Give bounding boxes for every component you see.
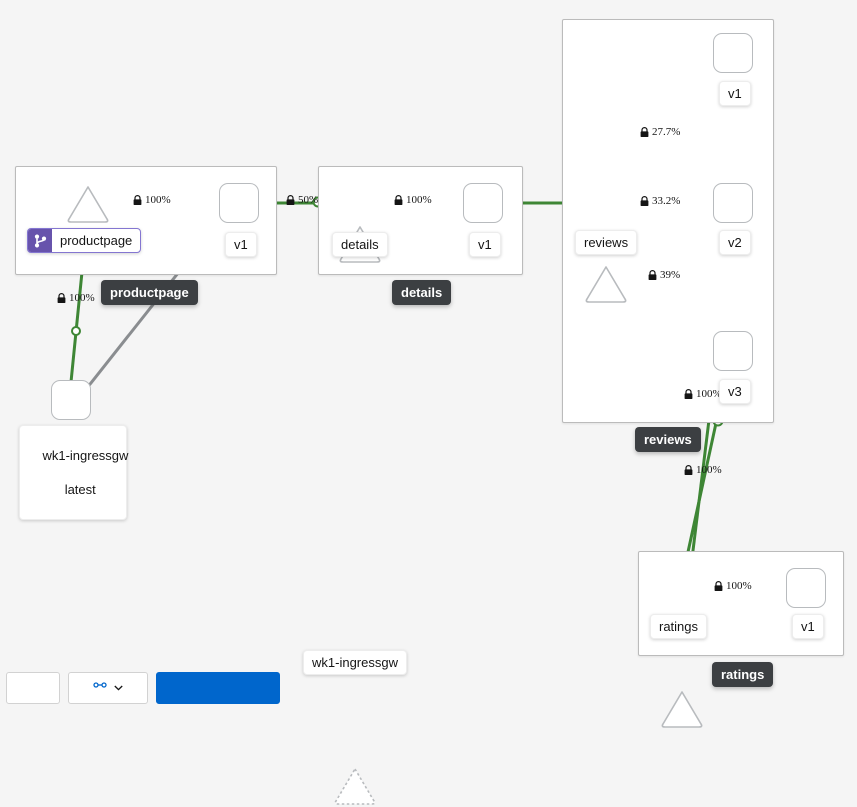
triangle-shape xyxy=(585,266,627,303)
edge-percent: 33.2% xyxy=(652,195,681,207)
edge-label-reviews-to-v3: 39% xyxy=(648,269,680,281)
workload-box xyxy=(219,183,259,223)
lock-icon xyxy=(133,194,142,205)
edge-percent: 39% xyxy=(660,269,681,281)
edge-label-ingress-to-productpage: 100% xyxy=(57,292,95,304)
triangle-shape xyxy=(661,691,703,728)
group-badge-productpage[interactable]: productpage xyxy=(101,280,198,305)
node-productpage-service[interactable] xyxy=(65,183,109,223)
node-reviews-v2[interactable] xyxy=(713,183,753,223)
edge-label-reviews-v2-to-ratings: 100% xyxy=(684,388,722,400)
group-badge-details[interactable]: details xyxy=(392,280,452,305)
workload-box xyxy=(713,331,753,371)
toolbar-button-legend[interactable] xyxy=(6,672,60,704)
lock-icon xyxy=(648,269,657,280)
toolbar-button-primary[interactable] xyxy=(156,672,280,704)
node-ratings-service[interactable] xyxy=(659,688,703,728)
virtualservice-chip-productpage[interactable]: productpage xyxy=(27,228,142,253)
edge-percent: 27.7% xyxy=(652,126,681,138)
toolbar-button-layout[interactable] xyxy=(68,672,148,704)
lock-icon xyxy=(684,464,693,475)
edge-label-reviews-to-v1: 27.7% xyxy=(640,126,680,138)
lock-icon xyxy=(684,388,693,399)
chevron-down-icon xyxy=(114,685,123,691)
node-reviews-service[interactable] xyxy=(583,263,627,303)
edge-label-productpage-to-v1: 100% xyxy=(133,194,171,206)
group-badge-ratings[interactable]: ratings xyxy=(712,662,774,687)
edge-label-ratings-to-v1: 100% xyxy=(714,580,752,592)
lock-icon xyxy=(640,126,649,137)
triangle-shape-dashed xyxy=(334,768,376,805)
edge-label-reviews-to-v2: 33.2% xyxy=(640,195,680,207)
workload-box xyxy=(786,568,826,608)
workload-box xyxy=(51,380,91,420)
edge-percent: 100% xyxy=(726,580,752,592)
node-label-wk1-ingressgw-left: wk1-ingressgw latest xyxy=(19,425,129,520)
node-label-details: details xyxy=(332,232,388,257)
node-label-productpage-v1: v1 xyxy=(225,232,257,257)
graph-layout-icon xyxy=(93,682,107,688)
node-label-ratings-v1: v1 xyxy=(792,614,824,639)
node-label-reviews: reviews xyxy=(575,230,638,255)
edge-waypoint xyxy=(71,326,81,336)
node-productpage-v1[interactable] xyxy=(219,183,259,223)
edge-percent: 100% xyxy=(406,194,432,206)
lock-icon xyxy=(286,194,295,205)
node-wk1-ingressgw-left[interactable] xyxy=(51,380,91,420)
node-reviews-v1[interactable] xyxy=(713,33,753,73)
edge-percent: 100% xyxy=(145,194,171,206)
workload-box xyxy=(463,183,503,223)
node-label-reviews-v3: v3 xyxy=(719,379,751,404)
node-wk1-ingressgw-bottom[interactable] xyxy=(332,765,376,805)
graph-toolbar[interactable] xyxy=(0,672,280,704)
label-line-1: wk1-ingressgw xyxy=(42,448,129,463)
edge-label-details-to-v1: 100% xyxy=(394,194,432,206)
lock-icon xyxy=(394,194,403,205)
edge-label-productpage-v1-to-details: 50% xyxy=(286,194,318,206)
lock-icon xyxy=(714,580,723,591)
edge-label-reviews-v3-to-ratings: 100% xyxy=(684,464,722,476)
workload-box xyxy=(713,183,753,223)
node-label-details-v1: v1 xyxy=(469,232,501,257)
workload-box xyxy=(713,33,753,73)
node-label-reviews-v2: v2 xyxy=(719,230,751,255)
group-badge-reviews[interactable]: reviews xyxy=(635,427,701,452)
node-ratings-v1[interactable] xyxy=(786,568,826,608)
node-label-ratings: ratings xyxy=(650,614,708,639)
triangle-shape xyxy=(67,186,109,223)
edge-percent: 50% xyxy=(298,194,319,206)
node-label-wk1-ingressgw-bottom: wk1-ingressgw xyxy=(303,650,407,675)
node-reviews-v3[interactable] xyxy=(713,331,753,371)
node-label-reviews-v1: v1 xyxy=(719,81,751,106)
edge-percent: 100% xyxy=(69,292,95,304)
node-label-productpage: productpage xyxy=(60,233,133,248)
edge-percent: 100% xyxy=(696,388,722,400)
label-line-2: latest xyxy=(64,482,96,497)
edge-percent: 100% xyxy=(696,464,722,476)
lock-icon xyxy=(57,292,66,303)
node-details-v1[interactable] xyxy=(463,183,503,223)
code-branch-icon xyxy=(28,229,52,252)
lock-icon xyxy=(640,195,649,206)
